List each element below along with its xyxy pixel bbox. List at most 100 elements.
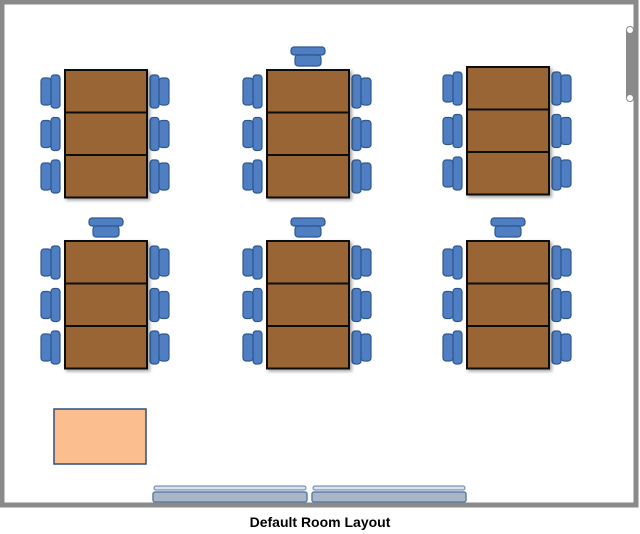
chair-back — [442, 74, 454, 103]
chair — [149, 245, 170, 280]
chair — [242, 116, 263, 152]
chair — [40, 116, 61, 152]
chair-seat — [50, 330, 61, 365]
chair-seat — [551, 71, 562, 106]
chair-back — [290, 46, 326, 56]
table-segment — [466, 151, 550, 196]
chair-back — [158, 290, 170, 320]
chair-seat — [551, 245, 562, 280]
chair — [88, 217, 124, 238]
teacher-desk — [53, 408, 147, 465]
chair-back — [360, 162, 372, 191]
chair — [242, 74, 263, 109]
table — [64, 240, 148, 370]
table-segment — [266, 325, 350, 370]
chair-back — [242, 77, 254, 106]
chair-seat — [252, 330, 263, 365]
chair-seat — [149, 116, 160, 152]
table — [64, 69, 148, 199]
chair-back — [158, 248, 170, 277]
chair — [40, 245, 61, 280]
chair-seat — [149, 245, 160, 280]
chair-seat — [351, 159, 362, 194]
chair — [149, 287, 170, 323]
chair-seat — [50, 287, 61, 323]
chair-seat — [452, 113, 463, 149]
table-group-3 — [442, 66, 572, 196]
table-segment — [466, 66, 550, 111]
chair — [351, 245, 372, 280]
chair-back — [560, 248, 572, 277]
table-group-2 — [242, 46, 372, 199]
chair — [551, 287, 572, 323]
chair-back — [158, 333, 170, 362]
table-segment — [64, 240, 148, 285]
table — [266, 240, 350, 370]
chair-seat — [452, 287, 463, 323]
table-segment — [266, 154, 350, 199]
chair-back — [560, 290, 572, 320]
chair — [351, 287, 372, 323]
table-segment — [466, 240, 550, 285]
chair-back — [442, 333, 454, 362]
door-frame — [626, 30, 634, 98]
chair — [551, 71, 572, 106]
chair-back — [40, 290, 52, 320]
whiteboard-board — [311, 491, 467, 503]
chair — [242, 159, 263, 194]
whiteboard-board — [152, 491, 308, 503]
chair-seat — [452, 71, 463, 106]
chair — [40, 330, 61, 365]
chair-seat — [452, 156, 463, 191]
table-segment — [466, 282, 550, 327]
chair-seat — [252, 74, 263, 109]
chair-back — [360, 77, 372, 106]
chair-back — [40, 77, 52, 106]
chair — [40, 159, 61, 194]
chair — [442, 71, 463, 106]
chair-seat — [252, 116, 263, 152]
chair-back — [360, 290, 372, 320]
chair-seat — [351, 74, 362, 109]
table-segment — [466, 325, 550, 370]
chair-seat — [452, 245, 463, 280]
chair — [351, 159, 372, 194]
chair-seat — [50, 159, 61, 194]
chair-seat — [494, 225, 522, 238]
chair — [40, 74, 61, 109]
chair-back — [442, 159, 454, 188]
chair — [149, 159, 170, 194]
chair-seat — [551, 287, 562, 323]
chair-seat — [149, 74, 160, 109]
chair-back — [158, 77, 170, 106]
chair-back — [242, 290, 254, 320]
chair-seat — [551, 156, 562, 191]
chair-back — [560, 74, 572, 103]
whiteboard-tray — [153, 485, 307, 491]
chair-seat — [50, 116, 61, 152]
chair — [149, 74, 170, 109]
table-segment — [64, 154, 148, 199]
chair-back — [360, 119, 372, 149]
table-segment — [266, 111, 350, 156]
chair-seat — [149, 159, 160, 194]
chair-back — [158, 162, 170, 191]
chair-back — [490, 217, 526, 227]
chair-seat — [252, 159, 263, 194]
table-segment — [466, 108, 550, 153]
chair-back — [290, 217, 326, 227]
chair-seat — [149, 287, 160, 323]
chair — [551, 245, 572, 280]
chair-back — [242, 119, 254, 149]
chair-back — [442, 290, 454, 320]
chair — [149, 116, 170, 152]
chair-back — [40, 162, 52, 191]
chair — [351, 74, 372, 109]
chair — [40, 287, 61, 323]
chair — [551, 156, 572, 191]
chair — [351, 330, 372, 365]
chair — [290, 217, 326, 238]
table-group-4 — [40, 217, 170, 370]
table-segment — [64, 282, 148, 327]
chair-seat — [551, 113, 562, 149]
